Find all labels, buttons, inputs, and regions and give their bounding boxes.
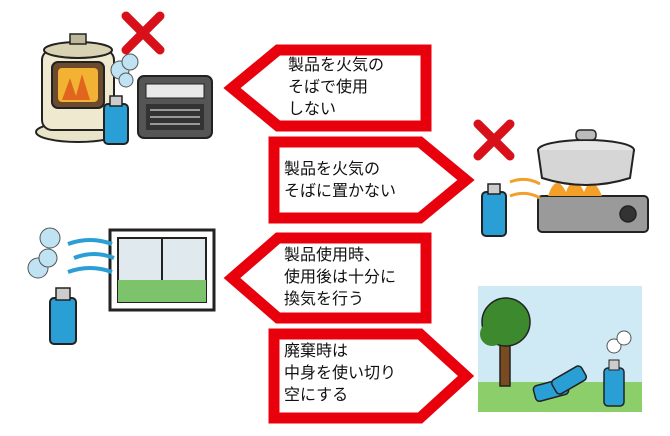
instruction-text-4: 廃棄時は 中身を使い切り 空にする bbox=[284, 341, 397, 404]
instruction-arrow-1 bbox=[223, 44, 432, 132]
instruction-text-3: 製品使用時、 使用後は十分に 換気を行う bbox=[284, 245, 397, 308]
emptying-spray-cans-outdoors-icon bbox=[478, 286, 642, 412]
instruction-text-2: 製品を火気の そばに置かない bbox=[284, 159, 397, 200]
heater-near-spray-icon bbox=[35, 11, 213, 145]
stove-near-spray-icon bbox=[473, 119, 649, 237]
instruction-arrow-4 bbox=[268, 328, 475, 424]
instruction-arrow-3 bbox=[223, 232, 432, 324]
instruction-text-1: 製品を火気の そばで使用 しない bbox=[288, 55, 385, 118]
instruction-arrow-2 bbox=[268, 136, 475, 224]
ventilating-window-spray-icon bbox=[27, 227, 216, 345]
